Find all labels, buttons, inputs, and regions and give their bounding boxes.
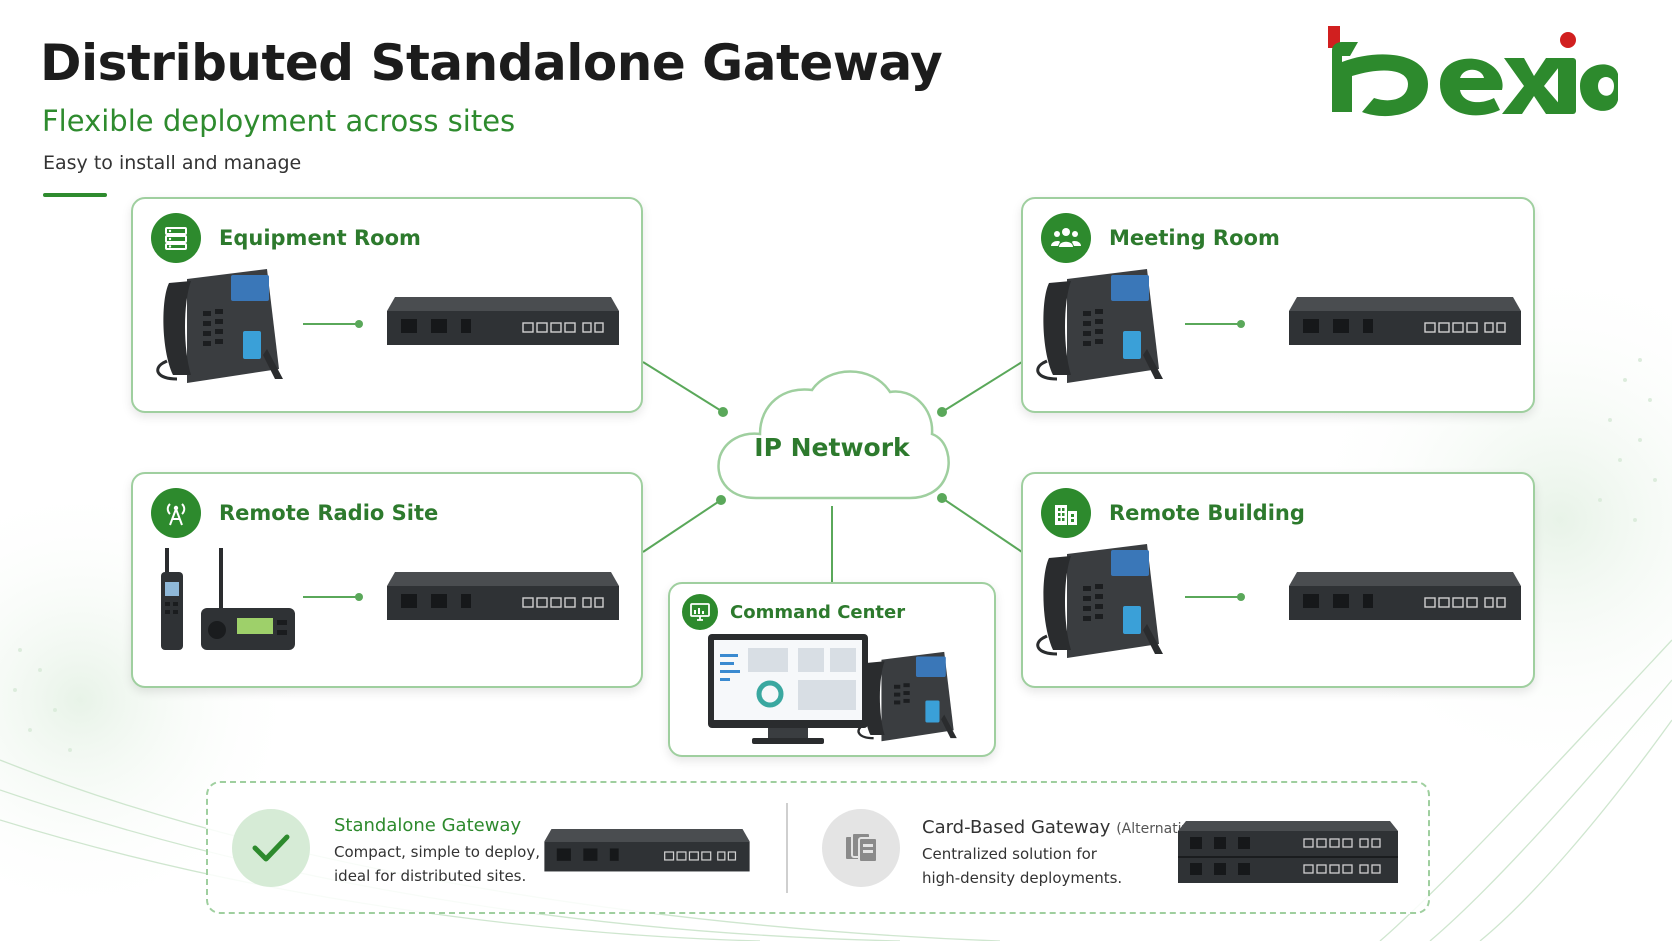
standalone-gateway-info: Standalone Gateway Compact, simple to de… [334, 815, 540, 888]
standalone-gateway-device [1289, 297, 1521, 345]
ip-phone-device [1036, 269, 1163, 383]
site-card-remote-radio-site: Remote Radio Site [131, 472, 643, 688]
site-card-equipment-room: Equipment Room [131, 197, 643, 413]
gateway-comparison-panel: Standalone Gateway Compact, simple to de… [206, 781, 1430, 914]
ip-phone-device [156, 269, 283, 383]
bexiot-logo [1328, 26, 1618, 117]
ip-phone-device [857, 651, 957, 742]
title-underline [43, 193, 107, 197]
standalone-gateway-device [544, 829, 750, 872]
standalone-gateway-device [387, 297, 619, 345]
gateway-link [303, 320, 363, 328]
panel-divider [786, 803, 788, 893]
radio-tower-icon [151, 488, 201, 538]
site-card-remote-building: Remote Building [1021, 472, 1535, 688]
card-title: Meeting Room [1109, 226, 1280, 250]
card-based-gateway-line-1: Centralized solution for [922, 845, 1097, 863]
ip-network-cloud [717, 370, 950, 500]
card-header: Meeting Room [1041, 213, 1280, 263]
standalone-gateway-title: Standalone Gateway [334, 815, 522, 836]
ip-network-label: IP Network [754, 433, 910, 462]
standalone-gateway-line-1: Compact, simple to deploy, [334, 843, 541, 861]
standalone-gateway-device [387, 572, 619, 620]
card-header: Command Center [682, 594, 905, 630]
card-title: Remote Radio Site [219, 501, 439, 525]
page-tagline: Easy to install and manage [43, 152, 302, 174]
ip-phone-device [1036, 544, 1163, 658]
card-based-gateway-line-2: high-density deployments. [922, 869, 1123, 887]
gateway-link [1185, 593, 1245, 601]
card-stack-icon [822, 809, 900, 887]
card-header: Equipment Room [151, 213, 421, 263]
card-header: Remote Building [1041, 488, 1305, 538]
card-title: Command Center [730, 601, 906, 623]
monitor-icon [682, 594, 718, 630]
site-card-meeting-room: Meeting Room [1021, 197, 1535, 413]
page-title: Distributed Standalone Gateway [40, 34, 943, 92]
card-based-gateway-info: Card-Based Gateway (Alternative) Central… [922, 817, 1204, 890]
people-group-icon [1041, 213, 1091, 263]
checkmark-icon [232, 809, 310, 887]
card-title: Equipment Room [219, 226, 421, 250]
page-subtitle: Flexible deployment across sites [42, 104, 516, 138]
card-based-gateway-title: Card-Based Gateway (Alternative) [922, 817, 1204, 838]
building-icon [1041, 488, 1091, 538]
card-based-gateway-name: Card-Based Gateway [922, 817, 1111, 838]
site-card-command-center: Command Center [668, 582, 996, 757]
card-title: Remote Building [1109, 501, 1305, 525]
card-header: Remote Radio Site [151, 488, 438, 538]
gateway-link [1185, 320, 1245, 328]
dashboard-monitor-device [708, 634, 868, 744]
two-way-radio-device [161, 548, 295, 650]
standalone-gateway-device [1289, 572, 1521, 620]
gateway-link [303, 593, 363, 601]
card-based-gateway-device [1178, 821, 1398, 883]
standalone-gateway-line-2: ideal for distributed sites. [334, 867, 527, 885]
server-rack-icon [151, 213, 201, 263]
